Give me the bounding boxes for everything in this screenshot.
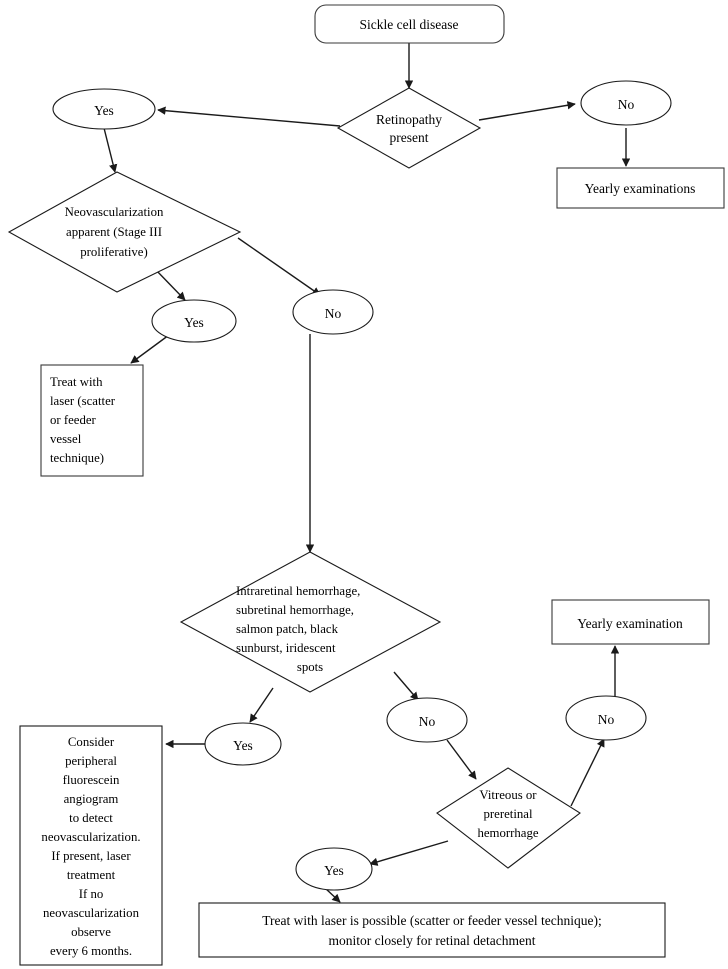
node-treat-laser-possible-line1: Treat with laser is possible (scatter or… — [262, 913, 602, 928]
node-sickle-cell-disease[interactable] — [314, 4, 505, 44]
node-consider-line2: peripheral — [65, 754, 117, 768]
node-treat-laser-possible-line2: monitor closely for retinal detachment — [329, 933, 536, 948]
node-retinopathy-present[interactable] — [336, 87, 482, 169]
node-vitreous-no[interactable] — [565, 695, 647, 741]
node-consider-line3: fluorescein — [63, 773, 120, 787]
node-intraretinal-no-label: No — [419, 714, 436, 729]
edge-intraretinal-to-no — [393, 671, 419, 701]
edge-no-to-vitreous-diamond — [446, 739, 477, 780]
edge-retinopathy-to-yes — [157, 106, 341, 127]
node-neovascularization-line3: proliferative) — [80, 245, 148, 259]
edge-neovascularization-to-no — [237, 237, 321, 296]
node-intraretinal-line3: salmon patch, black — [236, 622, 339, 636]
node-vitreous-line2: preretinal — [483, 807, 532, 821]
node-intraretinal-line4: sunburst, iridescent — [236, 641, 336, 655]
node-consider-line8: treatment — [67, 868, 116, 882]
node-consider-line1: Consider — [68, 735, 115, 749]
node-treat-with-laser[interactable] — [40, 364, 144, 477]
node-neovascularization-line1: Neovascularization — [65, 205, 164, 219]
node-vitreous-preretinal-hemorrhage[interactable] — [436, 767, 581, 869]
node-retinopathy-present-line2: present — [390, 130, 429, 145]
node-neovascularization-yes[interactable] — [151, 299, 237, 343]
node-retinopathy-no-label: No — [618, 97, 635, 112]
node-yearly-examinations[interactable] — [556, 167, 725, 209]
edge-yes-to-treat-with-laser — [130, 334, 170, 364]
node-consider-line12: every 6 months. — [50, 944, 132, 958]
node-consider-line5: to detect — [69, 811, 113, 825]
edge-vitreous-to-yes — [369, 840, 449, 866]
node-intraretinal-yes-label: Yes — [233, 738, 253, 753]
node-consider-line6: neovascularization. — [41, 830, 140, 844]
edge-intraretinal-to-yes — [249, 687, 274, 723]
node-treat-with-laser-line3: or feeder — [50, 413, 97, 427]
node-consider-fluorescein-angiogram[interactable] — [19, 725, 163, 966]
node-retinopathy-yes-label: Yes — [94, 103, 114, 118]
node-neovascularization-yes-label: Yes — [184, 315, 204, 330]
node-intraretinal-yes[interactable] — [204, 722, 282, 766]
node-treat-with-laser-line5: technique) — [50, 451, 104, 465]
node-vitreous-line3: hemorrhage — [477, 826, 538, 840]
node-treat-with-laser-line4: vessel — [50, 432, 82, 446]
node-retinopathy-yes[interactable] — [52, 88, 156, 130]
node-vitreous-yes-label: Yes — [324, 863, 344, 878]
node-treat-laser-possible[interactable] — [198, 902, 666, 958]
node-neovascularization-no[interactable] — [292, 289, 374, 335]
node-neovascularization-line2: apparent (Stage III — [66, 225, 162, 239]
node-consider-line11: observe — [71, 925, 111, 939]
edge-neovascularization-to-yes — [154, 268, 186, 301]
node-vitreous-line1: Vitreous or — [479, 788, 537, 802]
node-consider-line10: neovascularization — [43, 906, 140, 920]
node-neovascularization-no-label: No — [325, 306, 342, 321]
node-retinopathy-no[interactable] — [580, 80, 672, 126]
node-retinopathy-present-line1: Retinopathy — [376, 112, 442, 127]
node-intraretinal-line5: spots — [297, 660, 323, 674]
node-consider-line9: If no — [79, 887, 104, 901]
edge-retinopathy-to-no — [478, 101, 576, 121]
edge-yes-to-neovascularization — [103, 127, 118, 173]
node-yearly-examination-label: Yearly examination — [577, 616, 683, 631]
node-neovascularization-apparent[interactable] — [7, 171, 242, 293]
connector-group — [103, 43, 631, 903]
edge-yes-to-treat-laser-possible — [324, 887, 341, 903]
node-yearly-examinations-label: Yearly examinations — [585, 181, 696, 196]
node-treat-with-laser-line1: Treat with — [50, 375, 103, 389]
node-intraretinal-findings[interactable] — [179, 551, 442, 693]
edge-vitreous-to-no — [570, 738, 605, 807]
node-consider-line4: angiogram — [64, 792, 119, 806]
node-yearly-examination[interactable] — [551, 599, 710, 645]
node-intraretinal-no[interactable] — [386, 697, 468, 743]
node-sickle-cell-disease-label: Sickle cell disease — [360, 17, 459, 32]
node-intraretinal-line2: subretinal hemorrhage, — [236, 603, 354, 617]
node-treat-with-laser-line2: laser (scatter — [50, 394, 116, 408]
node-vitreous-yes[interactable] — [295, 847, 373, 891]
node-intraretinal-line1: Intraretinal hemorrhage, — [236, 584, 360, 598]
node-vitreous-no-label: No — [598, 712, 615, 727]
node-consider-line7: If present, laser — [51, 849, 131, 863]
